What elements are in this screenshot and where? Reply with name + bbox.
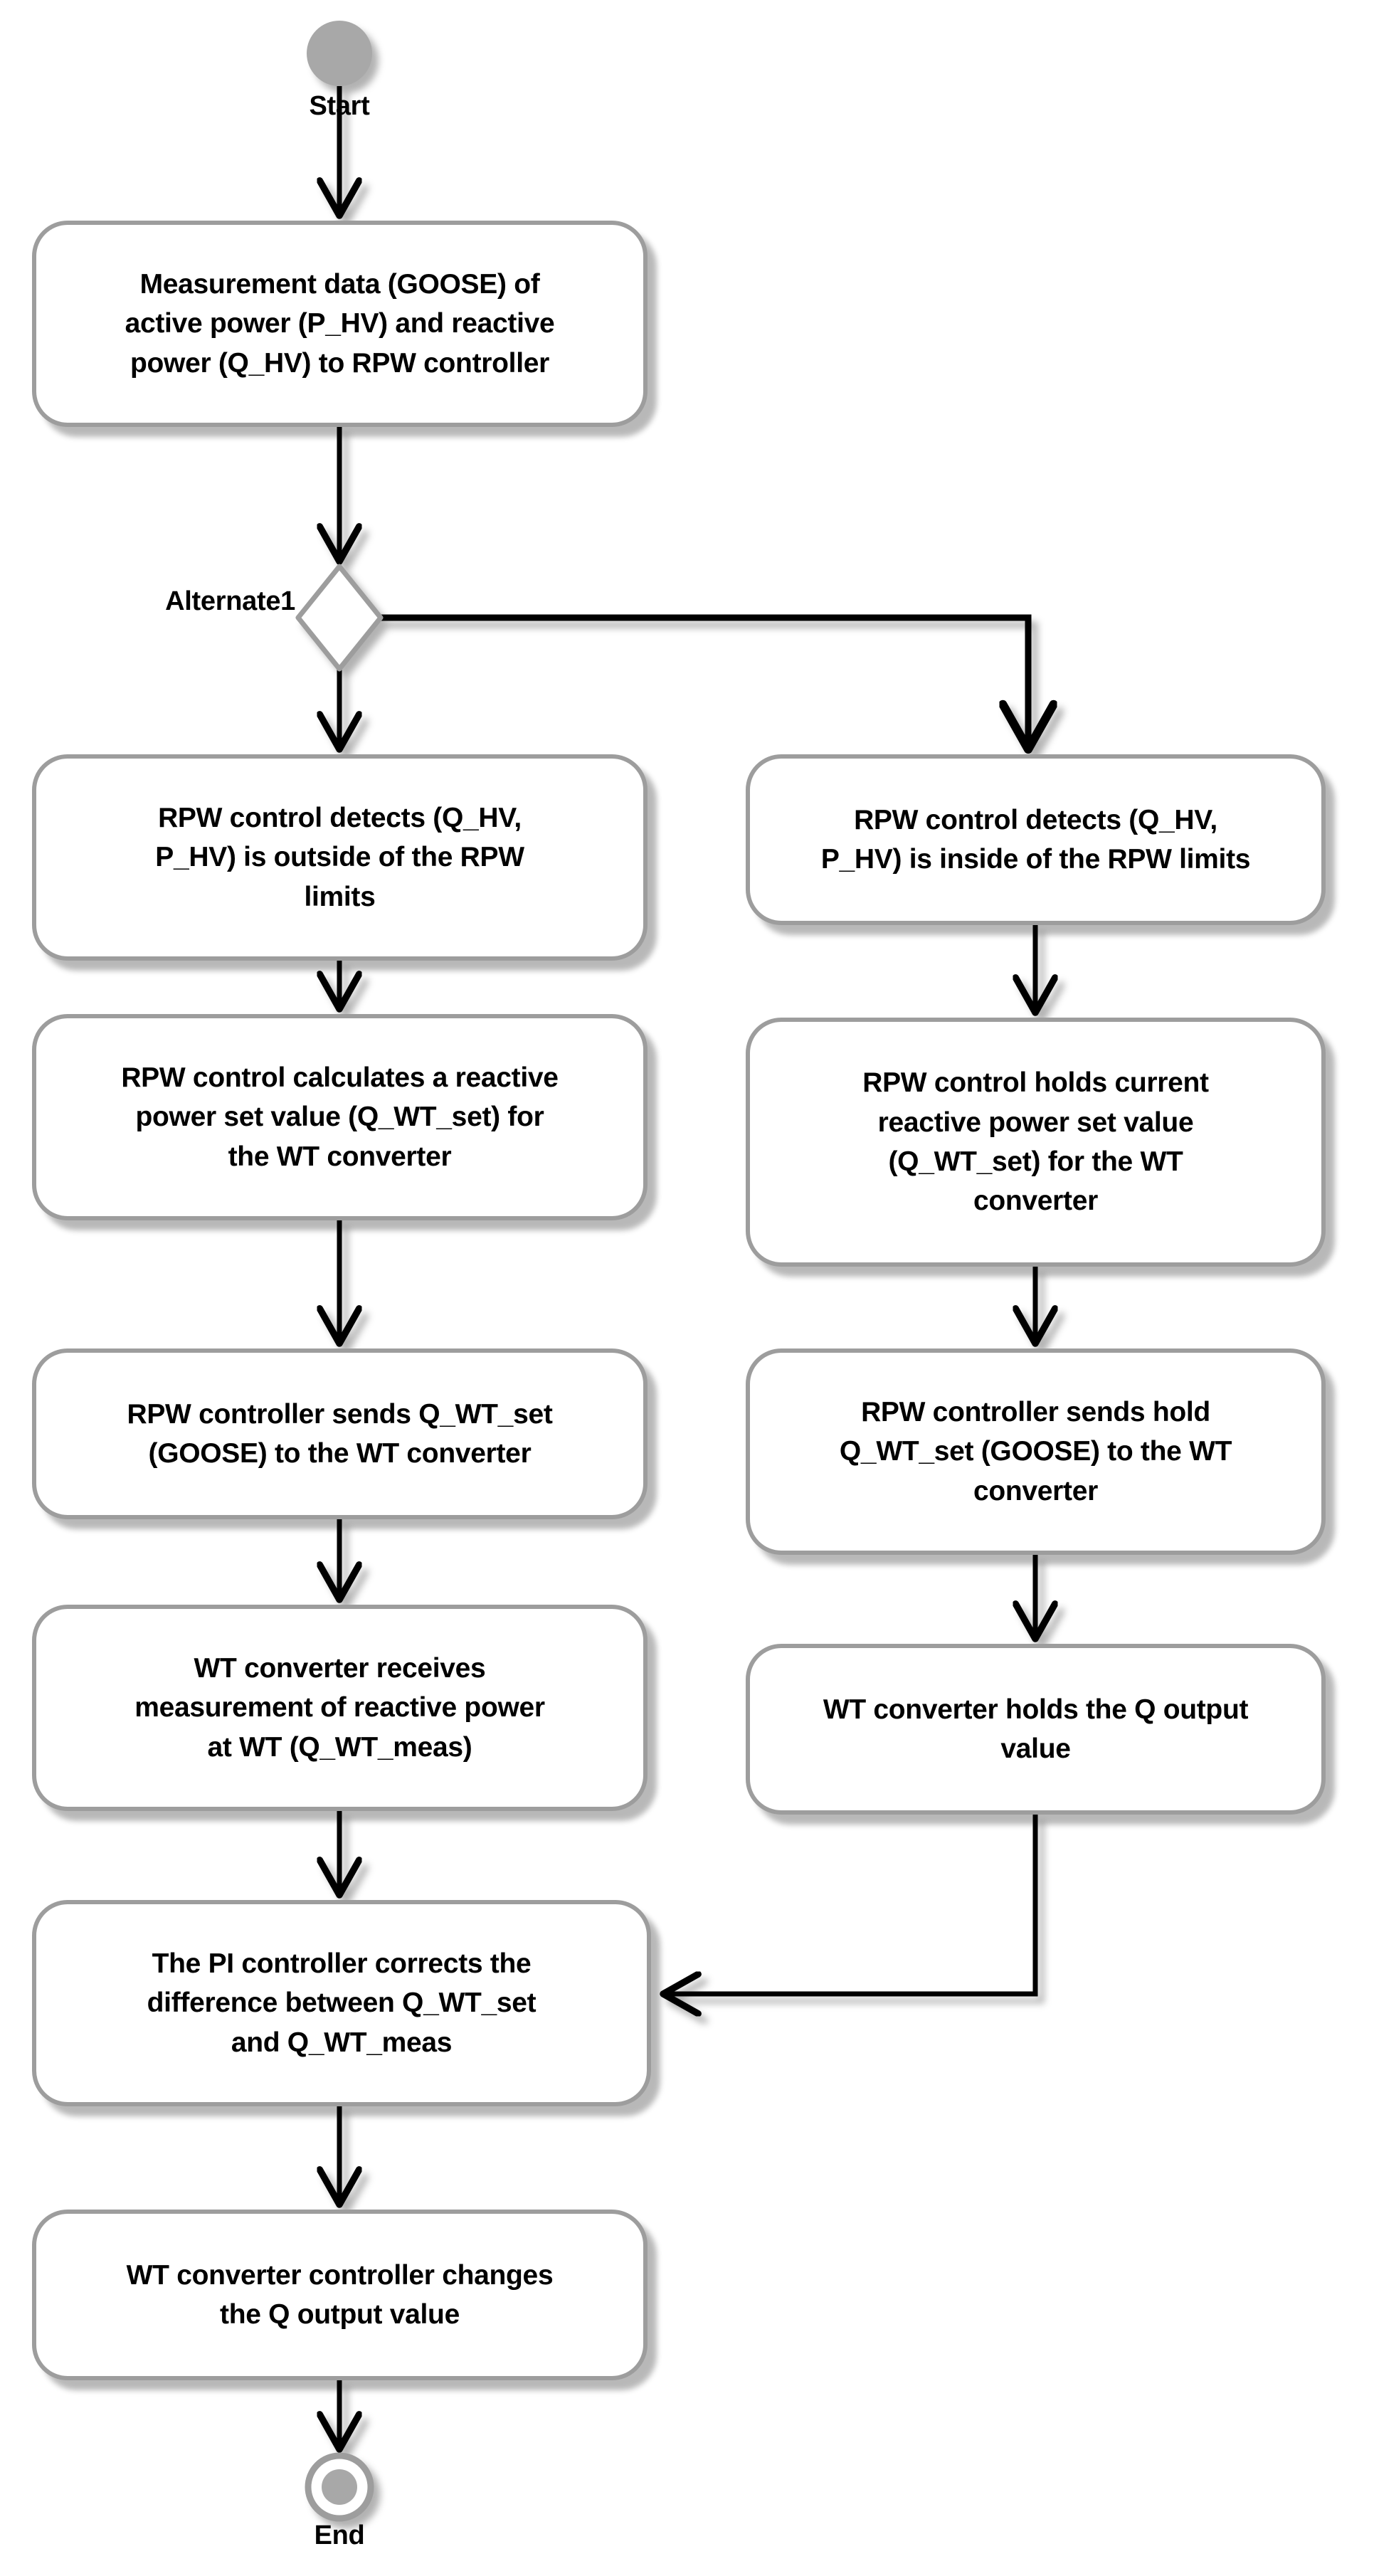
edge-holdoutput-to-pi [663, 1815, 1038, 1994]
node-detect-inside-limits: RPW control detects (Q_HV, P_HV) is insi… [746, 754, 1326, 925]
node-detect-outside-limits: RPW control detects (Q_HV, P_HV) is outs… [32, 754, 648, 961]
decision-diamond [295, 564, 384, 672]
node-hold-set-value: RPW control holds current reactive power… [746, 1018, 1326, 1267]
decision-label: Alternate1 [165, 586, 295, 616]
start-label: Start [309, 91, 370, 121]
node-pi-controller-corrects: The PI controller corrects the differenc… [32, 1900, 651, 2106]
node-change-q-output: WT converter controller changes the Q ou… [32, 2210, 648, 2380]
node-hold-q-output: WT converter holds the Q output value [746, 1644, 1326, 1815]
edge-decision-to-inside [381, 614, 1028, 749]
node-measurement-data: Measurement data (GOOSE) of active power… [32, 221, 648, 427]
node-receive-measurement: WT converter receives measurement of rea… [32, 1605, 648, 1811]
node-send-hold-set-value: RPW controller sends hold Q_WT_set (GOOS… [746, 1348, 1326, 1555]
start-node [307, 21, 372, 86]
end-node-dot [322, 2469, 357, 2505]
node-calculate-set-value: RPW control calculates a reactive power … [32, 1014, 648, 1220]
end-label: End [314, 2520, 365, 2550]
node-send-set-value: RPW controller sends Q_WT_set (GOOSE) to… [32, 1348, 648, 1519]
